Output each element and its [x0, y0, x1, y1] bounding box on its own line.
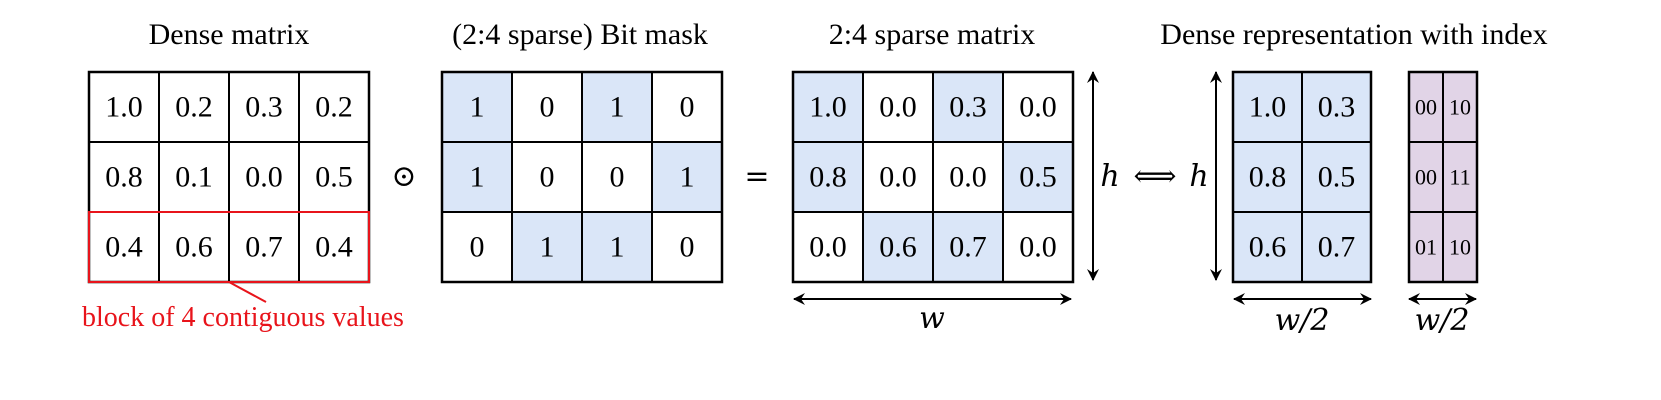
dense-matrix-value: 0.4: [105, 231, 143, 264]
dense-matrix-value: 0.3: [245, 91, 283, 124]
dense-matrix-cell: [158, 141, 230, 213]
compressed-matrix-value: 0.5: [1318, 161, 1356, 194]
bit-mask-value: 1: [540, 231, 555, 264]
dense-matrix: 1.0 0.2 0.3 0.2 0.8 0.1 0.0 0.5 0.4 0.6 0.7 0.4: [87, 70, 371, 284]
index-matrix-value: 00: [1415, 165, 1437, 190]
dense-matrix-cell: [298, 141, 370, 213]
sparse-matrix-value: 0.0: [879, 91, 917, 124]
width-label-sparse: w: [919, 301, 945, 336]
bit-mask-cell: [651, 141, 723, 213]
compressed-matrix-value: 0.6: [1249, 231, 1287, 264]
dense-matrix-value: 0.0: [245, 161, 283, 194]
bit-mask-cell: [511, 211, 583, 283]
bit-mask-cell: [441, 141, 513, 213]
bit-mask-value: 1: [680, 161, 695, 194]
title-sparse-matrix: 2:4 sparse matrix: [829, 18, 1036, 51]
equivalence-arrow: ⟺: [1133, 159, 1176, 194]
sparse-matrix-value: 0.5: [1019, 161, 1057, 194]
bit-mask-value: 0: [540, 161, 555, 194]
dense-matrix-value: 0.8: [105, 161, 143, 194]
sparse-matrix-value: 0.0: [1019, 231, 1057, 264]
sparse-matrix-cell: [862, 211, 934, 283]
compressed-matrix-value: 1.0: [1249, 91, 1287, 124]
dense-matrix-value: 0.7: [245, 231, 283, 264]
index-matrix-value: 10: [1449, 235, 1471, 260]
dense-matrix-cell: [298, 211, 370, 283]
dense-matrix-value: 0.1: [175, 161, 213, 194]
height-label-sparse: h: [1100, 159, 1119, 194]
sparse-matrix: 1.0 0.0 0.3 0.0 0.8 0.0 0.0 0.5 0.0 0.6 0.7 0.0: [791, 70, 1075, 284]
title-dense-matrix: Dense matrix: [149, 18, 310, 51]
dense-matrix-value: 0.2: [175, 91, 213, 124]
index-matrix-value: 01: [1415, 235, 1437, 260]
bit-mask-cell: [581, 211, 653, 283]
index-matrix: 00 10 00 11 01 10: [1407, 70, 1479, 284]
title-bit-mask: (2:4 sparse) Bit mask: [452, 18, 708, 51]
hadamard-operator: ⊙: [391, 159, 416, 194]
sparse-matrix-value: 0.0: [879, 161, 917, 194]
bit-mask-matrix: 1 0 1 0 1 0 0 1 0 1 1 0: [440, 70, 724, 284]
compressed-matrix-value: 0.3: [1318, 91, 1356, 124]
compressed-matrix-value: 0.8: [1249, 161, 1287, 194]
sparse-matrix-value: 0.7: [949, 231, 987, 264]
height-label-compressed: h: [1189, 159, 1208, 194]
sparse-matrix-value: 0.0: [809, 231, 847, 264]
index-matrix-value: 11: [1449, 165, 1470, 190]
index-matrix-value: 00: [1415, 95, 1437, 120]
sparse-matrix-cell: [932, 211, 1004, 283]
index-matrix-value: 10: [1449, 95, 1471, 120]
bit-mask-border: [440, 70, 724, 284]
dense-matrix-cell: [158, 71, 230, 143]
index-matrix-cell: [1408, 211, 1444, 283]
dense-matrix-cell: [158, 211, 230, 283]
compressed-values-matrix: 1.0 0.3 0.8 0.5 0.6 0.7: [1231, 70, 1373, 284]
dense-matrix-value: 0.2: [315, 91, 353, 124]
title-dense-representation: Dense representation with index: [1160, 18, 1547, 51]
width-label-compressed: w/2: [1275, 303, 1330, 338]
bit-mask-value: 0: [470, 231, 485, 264]
annotation-text: block of 4 contiguous values: [82, 302, 404, 333]
index-matrix-border: [1407, 70, 1479, 284]
sparse-matrix-value: 1.0: [809, 91, 847, 124]
annotation-leader-line: [228, 281, 267, 303]
sparse-matrix-border: [791, 70, 1075, 284]
sparse-matrix-cell: [932, 141, 1004, 213]
sparse-matrix-value: 0.8: [809, 161, 847, 194]
compressed-matrix-cell: [1232, 211, 1303, 283]
compressed-matrix-value: 0.7: [1318, 231, 1356, 264]
bit-mask-value: 0: [680, 91, 695, 124]
bit-mask-cell: [581, 71, 653, 143]
dense-matrix-value: 0.6: [175, 231, 213, 264]
bit-mask-value: 0: [610, 161, 625, 194]
bit-mask-value: 0: [540, 91, 555, 124]
sparse-matrix-cell: [792, 211, 864, 283]
sparse-matrix-value: 0.0: [1019, 91, 1057, 124]
compressed-matrix-border: [1231, 70, 1373, 284]
sparse-matrix-value: 0.6: [879, 231, 917, 264]
sparse-matrix-cell: [792, 141, 864, 213]
bit-mask-value: 1: [610, 231, 625, 264]
dense-matrix-value: 1.0: [105, 91, 143, 124]
width-label-index: w/2: [1415, 303, 1470, 338]
equals-operator: =: [744, 159, 769, 194]
bit-mask-value: 1: [470, 161, 485, 194]
bit-mask-value: 1: [610, 91, 625, 124]
dense-matrix-value: 0.5: [315, 161, 353, 194]
bit-mask-value: 1: [470, 91, 485, 124]
bit-mask-value: 0: [680, 231, 695, 264]
sparse-matrix-value: 0.0: [949, 161, 987, 194]
sparse-matrix-value: 0.3: [949, 91, 987, 124]
dense-matrix-value: 0.4: [315, 231, 353, 264]
